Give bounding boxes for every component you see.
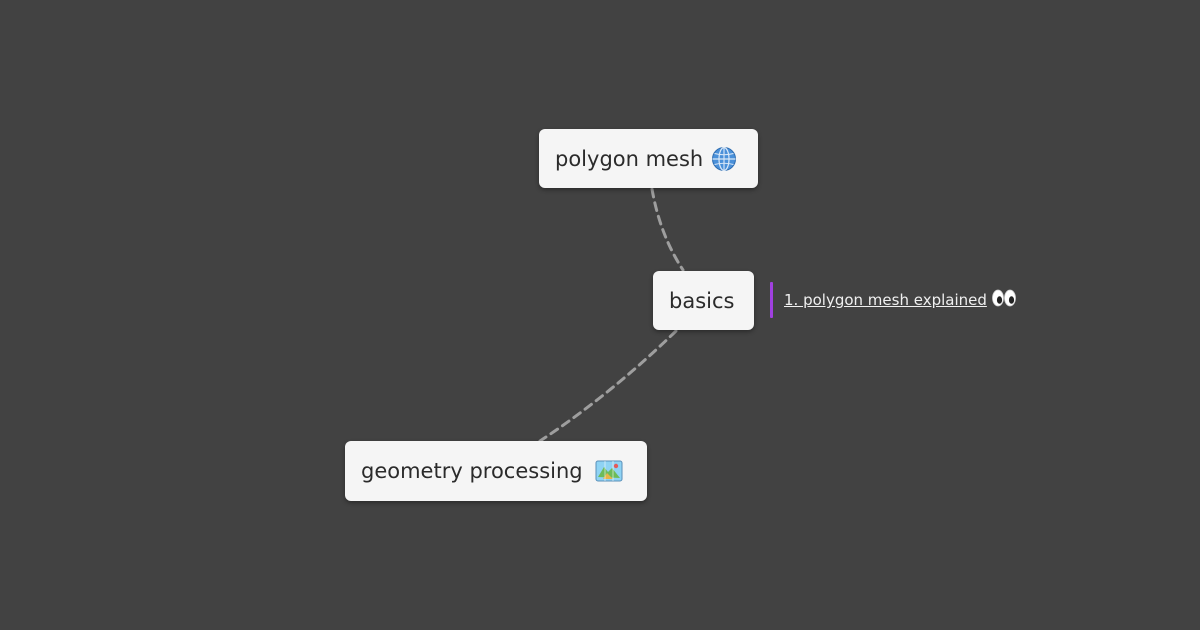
node-polygon-mesh[interactable]: polygon mesh: [539, 129, 758, 188]
node-label: geometry processing: [361, 459, 583, 483]
note-link[interactable]: 1. polygon mesh explained: [784, 291, 987, 309]
node-basics[interactable]: basics: [653, 271, 754, 330]
globe-icon: [711, 146, 737, 172]
note-callout: 1. polygon mesh explained: [770, 282, 1017, 318]
note-accent-bar: [770, 282, 773, 318]
node-label: polygon mesh: [555, 146, 704, 171]
edge-center-to-bottom: [538, 329, 678, 443]
eyes-icon: [991, 288, 1017, 308]
map-icon: [595, 459, 623, 483]
node-label: basics: [669, 288, 735, 313]
node-geometry-processing[interactable]: geometry processing: [345, 441, 647, 501]
edge-center-to-top: [650, 187, 685, 272]
